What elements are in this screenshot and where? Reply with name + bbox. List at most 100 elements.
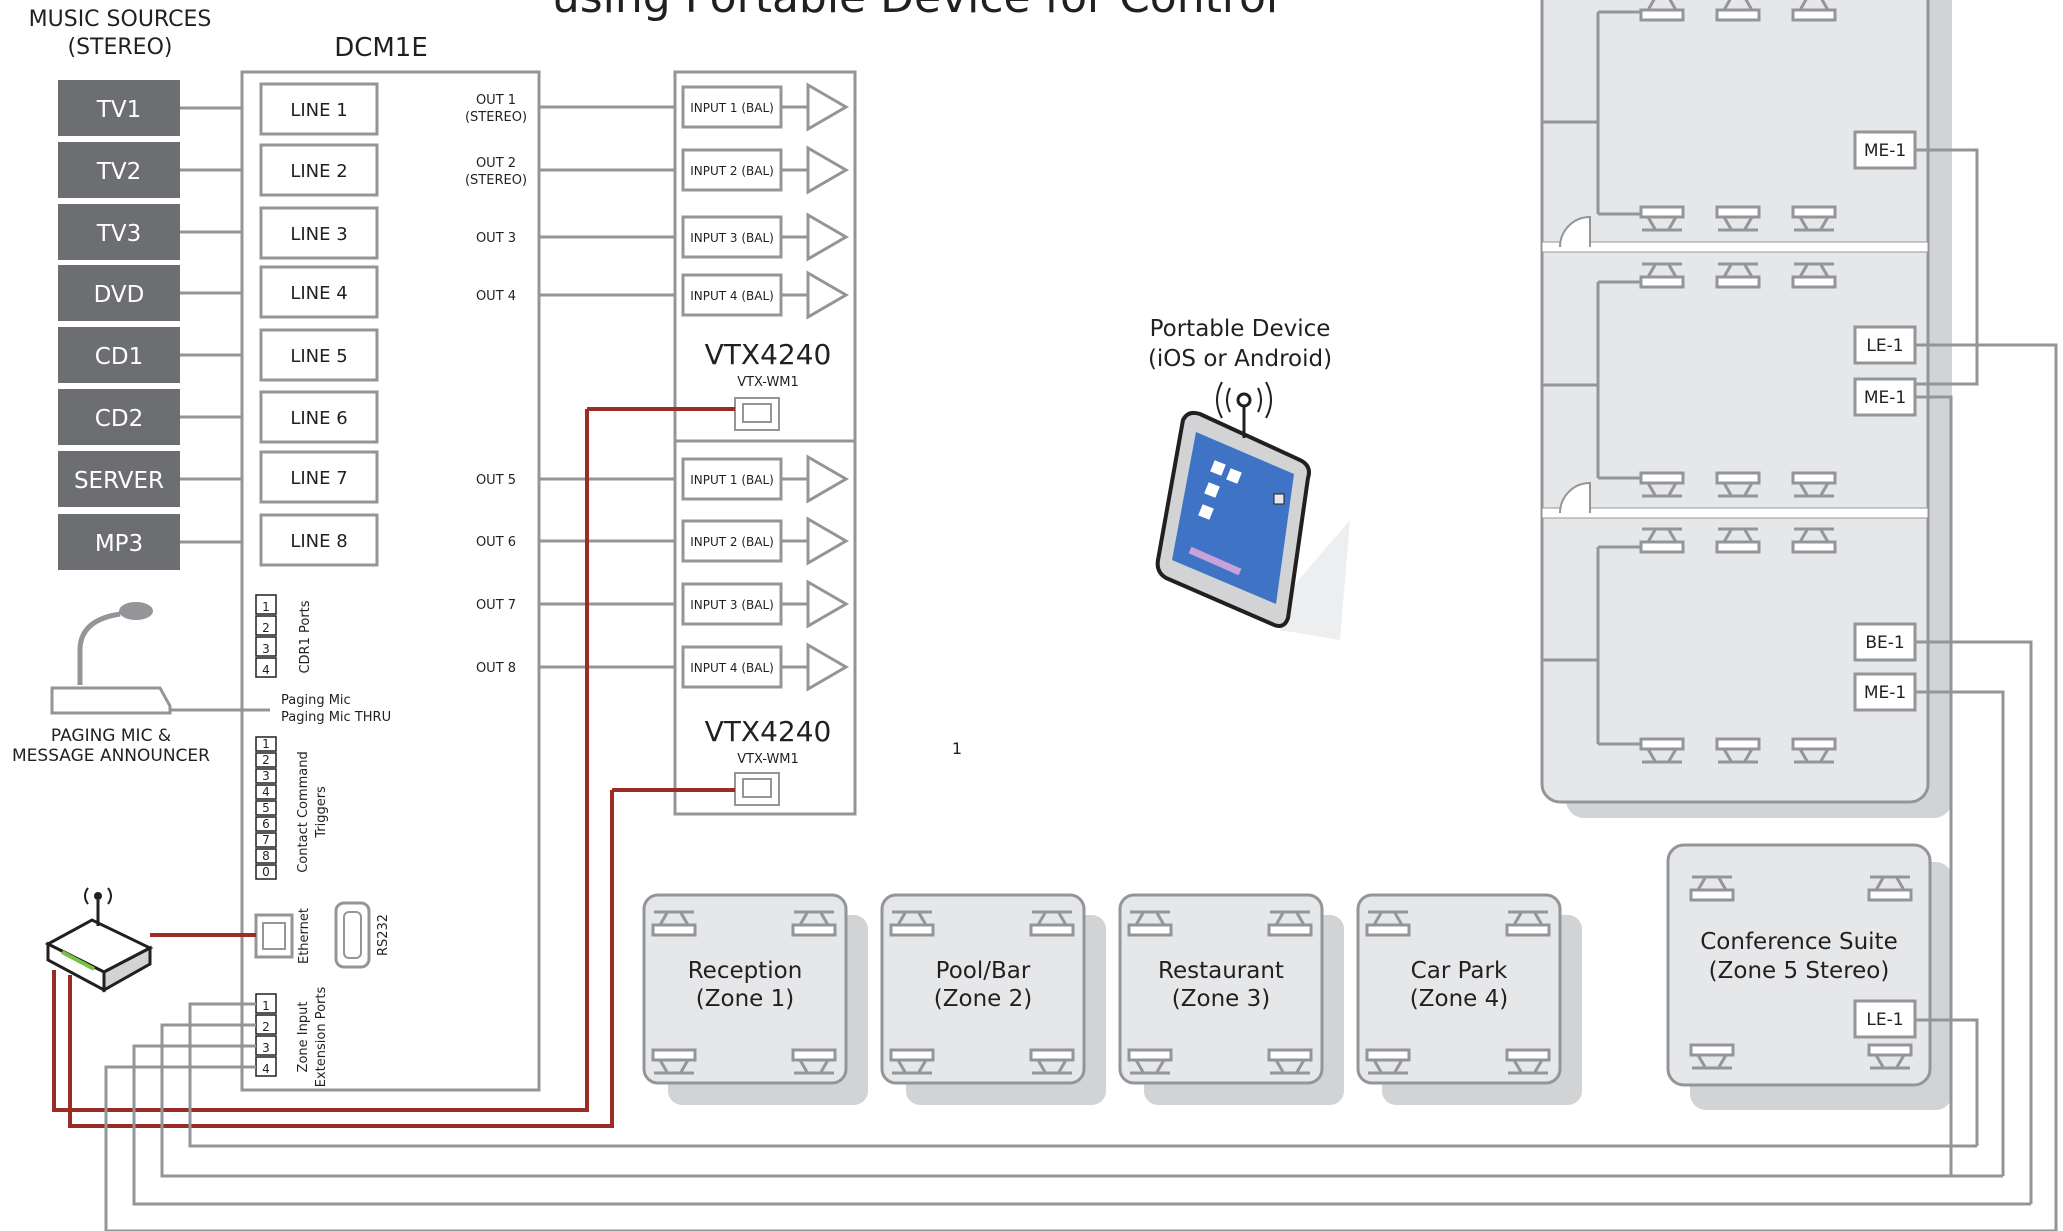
source-label: DVD (94, 282, 145, 308)
zone-number: (Zone 1) (696, 986, 794, 1012)
zone-input-port-label: 1 (262, 999, 270, 1013)
amplifier-module: VTX-WM1 (737, 375, 799, 390)
paging-mic-icon (50, 602, 270, 715)
network-cable-amp1 (52, 409, 589, 1112)
panel-chain-wire (1915, 148, 1979, 386)
zone-input-label-2: Extension Ports (314, 987, 329, 1088)
trigger-port-label: 8 (262, 849, 270, 863)
line-input-label: LINE 2 (290, 161, 347, 182)
wire (1915, 690, 2005, 1176)
trigger-port-label: 1 (262, 737, 270, 751)
amplifiers: INPUT 1 (BAL) INPUT 2 (BAL) INPUT 3 (BAL) I… (673, 70, 857, 816)
amplifier-triangle-icon (806, 212, 849, 262)
line-input-label: LINE 4 (290, 283, 347, 304)
amplifier-triangle-icon (806, 579, 849, 629)
cdr1-ports-label: CDR1 Ports (298, 600, 313, 673)
amp-input-label: INPUT 4 (BAL) (690, 289, 774, 303)
amp-input-label: INPUT 2 (BAL) (690, 535, 774, 549)
amp-input-label: INPUT 3 (BAL) (690, 231, 774, 245)
cdr1-port-box (255, 615, 277, 636)
wire (1915, 640, 2033, 1204)
trigger-port-box (255, 800, 277, 816)
output-label: OUT 5 (476, 473, 516, 488)
wire (1915, 343, 2058, 1231)
cdr1-port-label: 2 (262, 621, 270, 635)
line-input-box (259, 143, 379, 197)
output-label: OUT 3 (476, 231, 516, 246)
wire (1915, 395, 1953, 1176)
network-port-icon (734, 397, 780, 431)
amplifier-triangle-icon (806, 270, 849, 320)
trigger-port-box (255, 768, 277, 784)
cdr1-port-label: 4 (262, 663, 270, 677)
amp-input-label: INPUT 1 (BAL) (690, 473, 774, 487)
trigger-port-box (255, 848, 277, 864)
source-label: MP3 (95, 531, 143, 557)
amplifier-triangle-icon (806, 145, 849, 195)
trigger-port-box (255, 784, 277, 800)
room-divider (1541, 241, 1929, 253)
zone-number: (Zone 4) (1410, 986, 1508, 1012)
line-input-box (259, 82, 379, 136)
trigger-port-label: 3 (262, 769, 270, 783)
amplifier-triangle-icon (806, 454, 849, 504)
trigger-port-label: 7 (262, 833, 270, 847)
source-label: SERVER (74, 468, 164, 494)
source-label: CD1 (95, 344, 143, 370)
zone-input-port-label: 3 (262, 1041, 270, 1055)
line-input-box (259, 206, 379, 260)
paging-mic-caption-2: MESSAGE ANNOUNCER (12, 746, 210, 766)
zone-box (1356, 893, 1562, 1085)
line-input-label: LINE 8 (290, 531, 347, 552)
output-sublabel: (STEREO) (465, 173, 527, 188)
trigger-port-label: 4 (262, 785, 270, 799)
source-box (58, 265, 180, 321)
trigger-port-box (255, 816, 277, 832)
amp-input-label: INPUT 4 (BAL) (690, 661, 774, 675)
zone-input-extension-ports: 1 2 3 4 (255, 993, 277, 1077)
cdr1-port-label: 1 (262, 600, 270, 614)
zones: Reception(Zone 1)Pool/Bar(Zone 2)Restaur… (642, 843, 1952, 1110)
music-sources-sublabel: (STEREO) (68, 35, 173, 60)
building-floor-plan: ME-1LE-1ME-1BE-1ME-1 (1540, 0, 1952, 818)
zone-box (642, 893, 848, 1085)
source-box (58, 204, 180, 260)
zone-extension-wire (132, 1044, 2031, 1206)
cdr1-port-box (255, 636, 277, 657)
tablet-icon (1155, 381, 1350, 640)
room-panel-box (1853, 622, 1917, 662)
paging-mic-label: Paging Mic (281, 693, 351, 708)
trigger-port-label: 0 (262, 865, 270, 879)
output-label: OUT 8 (476, 661, 516, 676)
amp-input-box (681, 273, 783, 317)
door-icon (1559, 481, 1591, 514)
output-sublabel: (STEREO) (465, 110, 527, 125)
line-input-box (259, 265, 379, 319)
cdr1-port-box (255, 594, 277, 615)
amplifier-box (673, 439, 857, 816)
output-label: OUT 4 (476, 289, 516, 304)
zone-name: Restaurant (1158, 958, 1284, 984)
amp-input-label: INPUT 2 (BAL) (690, 164, 774, 178)
amp-input-box (681, 519, 783, 563)
amp-input-box (681, 582, 783, 626)
trigger-port-box (255, 752, 277, 768)
contact-triggers-label-1: Contact Command (296, 751, 311, 873)
room-panel-label: ME-1 (1864, 683, 1906, 703)
zone-number: (Zone 3) (1172, 986, 1270, 1012)
room-panel-box (1853, 377, 1917, 417)
zone-input-port-label: 2 (262, 1020, 270, 1034)
output-label: OUT 2 (476, 156, 516, 171)
source-box (58, 142, 180, 198)
rs232-port-icon (334, 901, 371, 969)
zone-box (880, 893, 1086, 1085)
zone-input-port-label: 4 (262, 1062, 270, 1076)
line-input-label: LINE 3 (290, 224, 347, 245)
rs232-label: RS232 (376, 914, 391, 956)
amp-input-box (681, 85, 783, 129)
portable-device-label-1: Portable Device (1150, 316, 1331, 342)
room-panel-label: ME-1 (1864, 388, 1906, 408)
